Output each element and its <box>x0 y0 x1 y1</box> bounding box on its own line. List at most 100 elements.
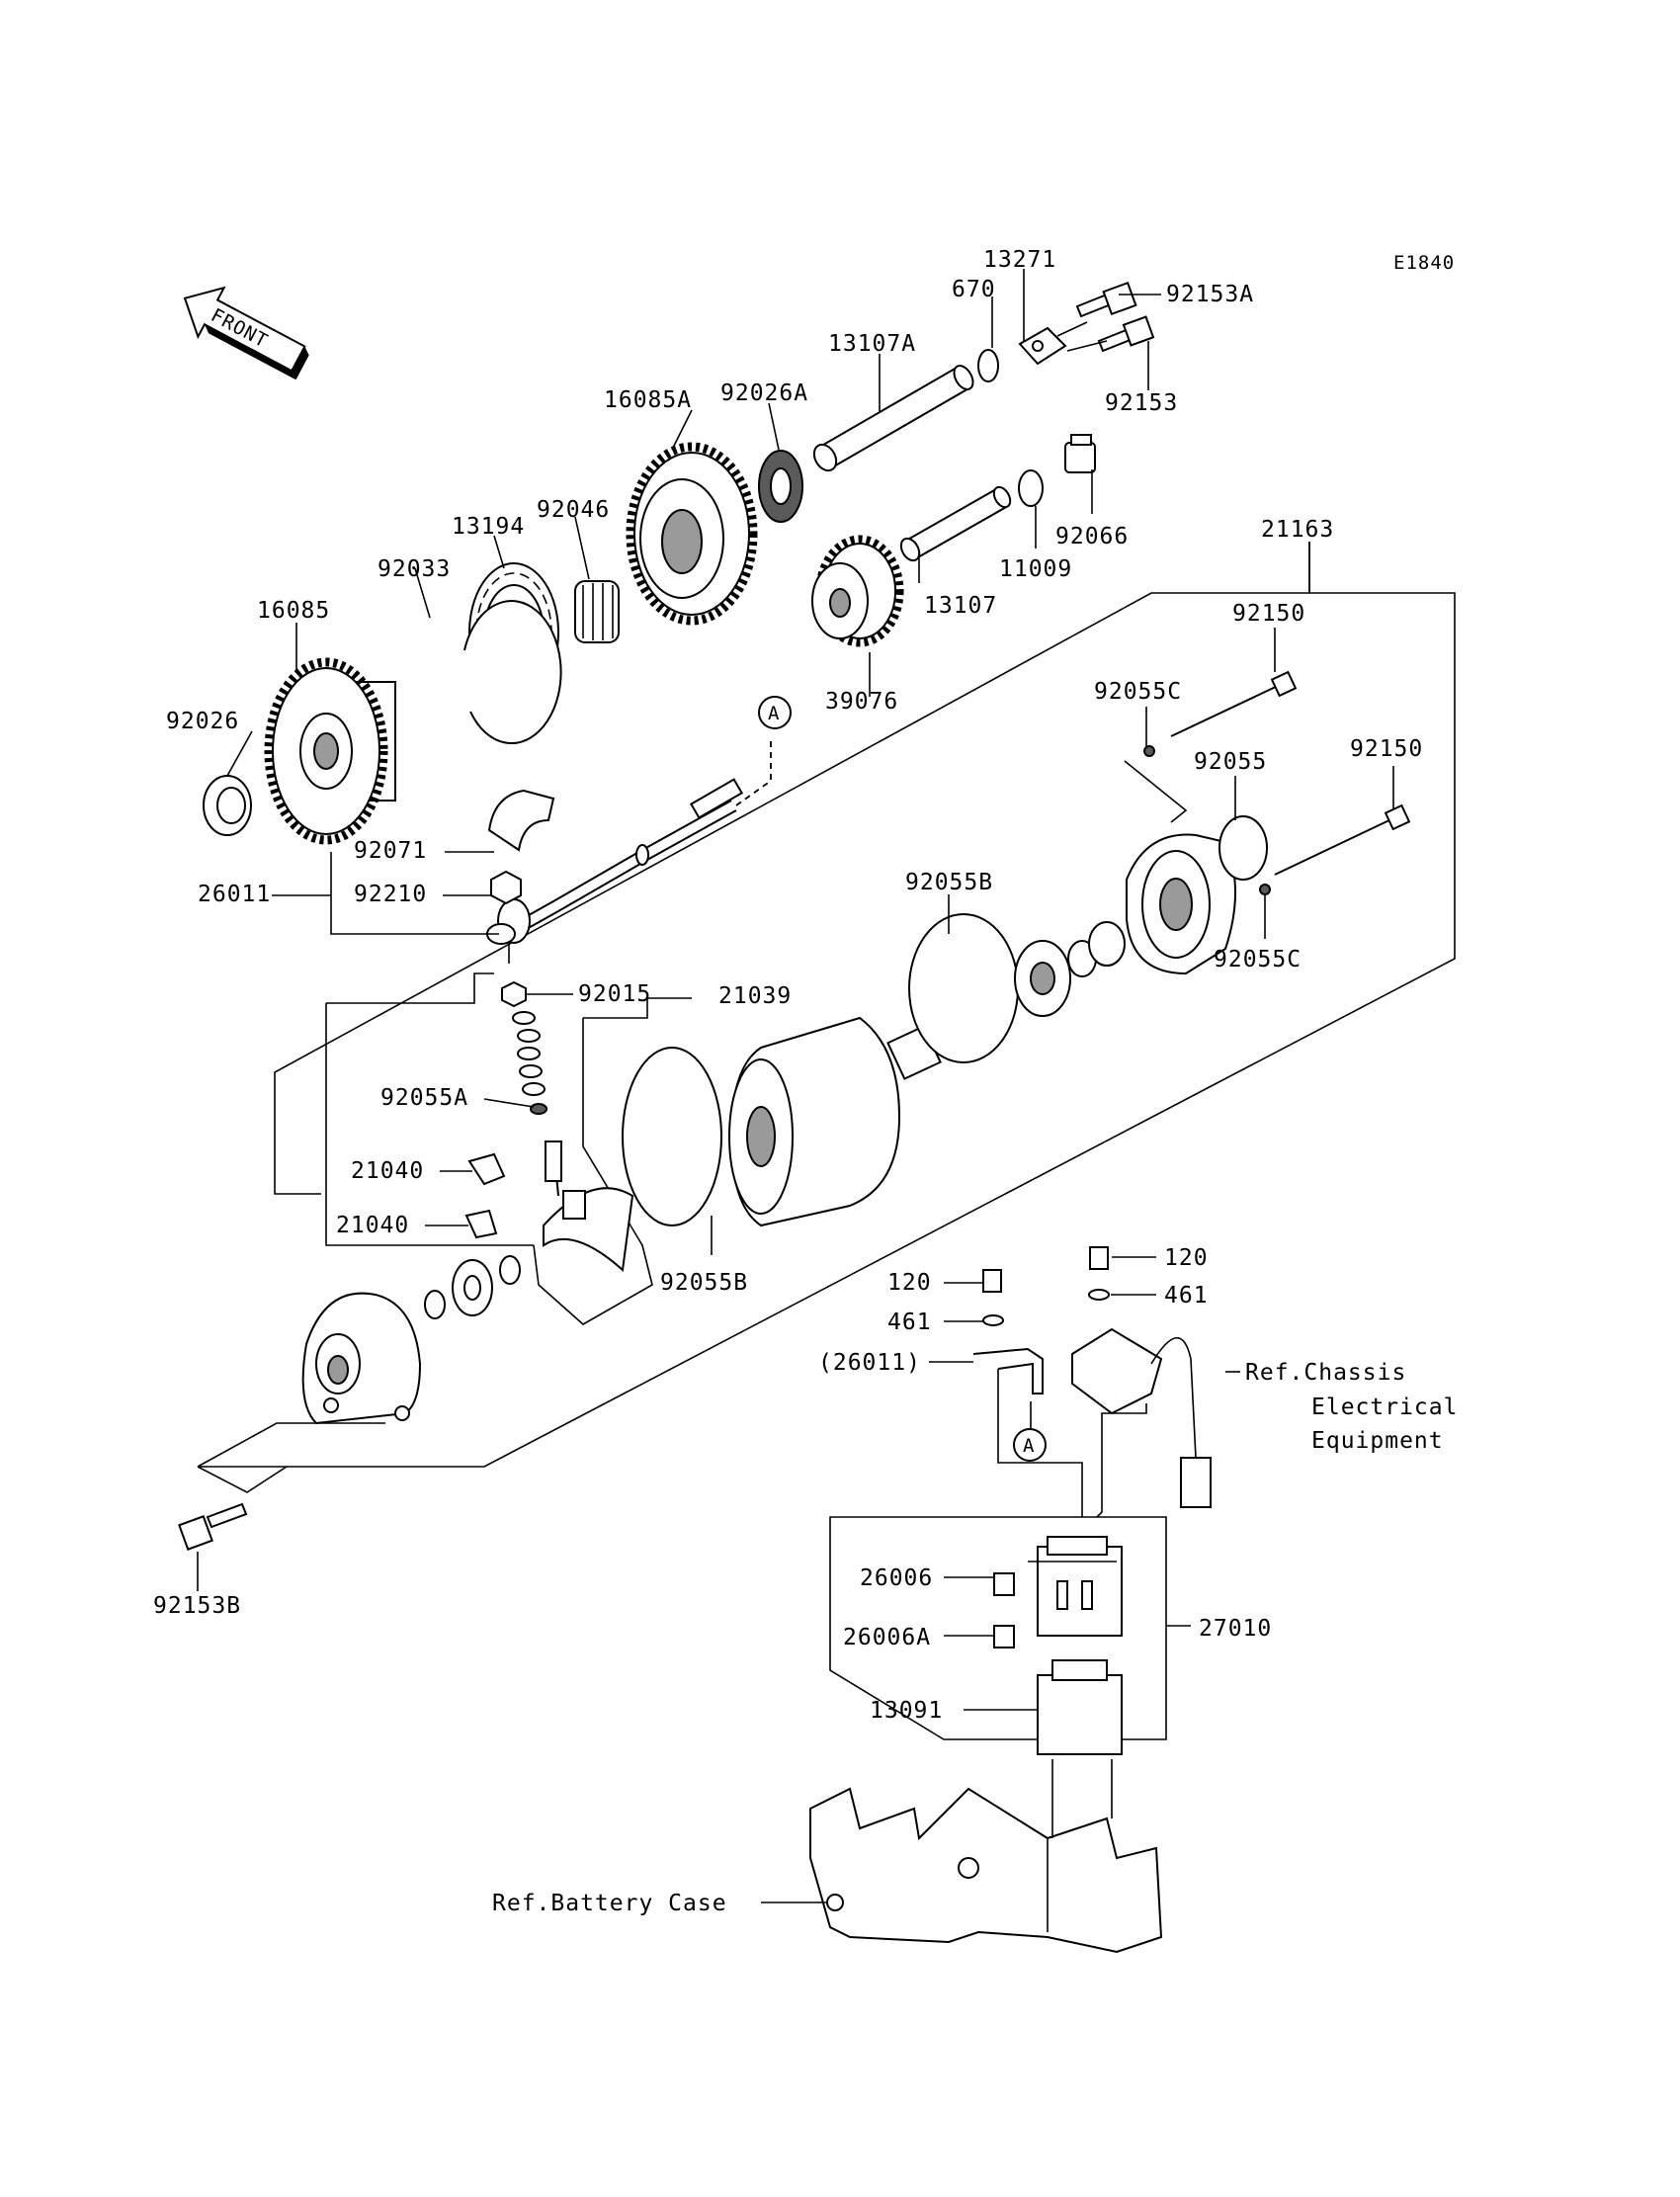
label-92071: 92071 <box>354 838 427 864</box>
bolt-92150-a <box>1170 684 1281 737</box>
label-92055A: 92055A <box>380 1085 468 1111</box>
bolt-92153A <box>1075 281 1137 318</box>
label-92026: 92026 <box>166 709 239 734</box>
o-ring-92055 <box>1218 815 1268 881</box>
cable-26011 <box>497 736 772 944</box>
shaft-13107 <box>899 485 1012 562</box>
plate-13271 <box>1018 326 1067 366</box>
label-92210: 92210 <box>354 882 427 907</box>
label-13091: 13091 <box>870 1698 943 1724</box>
fuse-26006A <box>993 1625 1015 1648</box>
ref-marker-a-bot-label: A <box>1023 1435 1035 1457</box>
label-92150-b: 92150 <box>1350 736 1423 762</box>
o-ring-92055B-right <box>908 913 1019 1063</box>
label-26006: 26006 <box>860 1565 933 1591</box>
label-92150-a: 92150 <box>1232 601 1305 627</box>
bolt-92153 <box>1097 315 1155 353</box>
end-cover <box>301 1292 422 1425</box>
label-92055C-bot: 92055C <box>1214 947 1302 972</box>
group-outline-21039 <box>326 972 494 1004</box>
label-92055B-bot: 92055B <box>660 1270 748 1296</box>
group-outline-27010 <box>829 1516 1167 1740</box>
label-461-right: 461 <box>1164 1283 1209 1309</box>
label-16085: 16085 <box>257 598 330 624</box>
label-461-left: 461 <box>887 1310 932 1335</box>
label-16085A: 16085A <box>604 387 692 413</box>
label-92153: 92153 <box>1105 390 1178 416</box>
label-92055B-top: 92055B <box>905 870 993 895</box>
label-21040-b: 21040 <box>336 1213 409 1238</box>
label-21039: 21039 <box>718 983 792 1009</box>
o-ring-670 <box>977 349 999 382</box>
bearing-right <box>1014 921 1126 1017</box>
fuse-box-13091 <box>1037 1659 1123 1755</box>
label-13107: 13107 <box>924 593 997 619</box>
o-ring-92055C-top <box>1143 745 1155 757</box>
bolt-92150-b <box>1274 817 1394 876</box>
label-92046: 92046 <box>537 497 610 523</box>
ref-marker-a-top-label: A <box>768 703 780 724</box>
ref-marker-a-bot <box>1013 1428 1047 1462</box>
label-670: 670 <box>952 277 996 302</box>
label-92026A: 92026A <box>720 380 808 406</box>
collar-92026 <box>203 775 252 836</box>
ref-chassis-line1: Ref.Chassis <box>1245 1360 1406 1386</box>
label-21040-a: 21040 <box>351 1158 424 1184</box>
label-39076: 39076 <box>825 689 898 715</box>
gasket-11009 <box>1018 469 1044 507</box>
label-11009: 11009 <box>999 556 1072 582</box>
fuse-26006 <box>993 1572 1015 1596</box>
bearing-left <box>424 1255 521 1319</box>
front-arrow-icon: FRONT <box>183 286 309 380</box>
nut-stack-92015 <box>501 980 547 1115</box>
relay-box <box>1028 1536 1123 1637</box>
screw-120-left <box>982 1269 1002 1293</box>
gear-16085A <box>626 442 758 626</box>
diagram-code: E1840 <box>1393 252 1455 274</box>
label-27010: 27010 <box>1199 1616 1272 1642</box>
screw-120-right <box>1089 1246 1109 1270</box>
starter-relay <box>1071 1327 1212 1518</box>
end-housing <box>1126 833 1236 975</box>
label-120-left: 120 <box>887 1270 932 1296</box>
plug-92066 <box>1064 434 1096 473</box>
label-21163: 21163 <box>1261 517 1334 543</box>
bearing-92046 <box>574 580 620 643</box>
brush-holder <box>543 1141 634 1273</box>
ref-battery-case: Ref.Battery Case <box>492 1891 727 1916</box>
label-92055C-top: 92055C <box>1094 679 1182 705</box>
label-26006A: 26006A <box>843 1625 931 1650</box>
label-120-right: 120 <box>1164 1245 1209 1271</box>
label-92033: 92033 <box>378 556 451 582</box>
washer-461-left <box>982 1314 1004 1326</box>
label-13107A: 13107A <box>828 331 916 357</box>
gear-16085 <box>264 657 396 845</box>
cap-92071 <box>487 789 555 852</box>
o-ring-92055B-left <box>622 1047 722 1226</box>
relay-bracket <box>972 1347 1083 1517</box>
leader-lines <box>197 269 1394 1903</box>
label-13194: 13194 <box>452 514 525 540</box>
ref-chassis-line3: Equipment <box>1311 1428 1444 1454</box>
nut-92210 <box>490 870 522 905</box>
label-92153B: 92153B <box>153 1593 241 1619</box>
label-92153A: 92153A <box>1166 282 1254 307</box>
collar-92026A <box>758 450 803 523</box>
ref-chassis-line2: Electrical <box>1311 1394 1458 1420</box>
label-92015: 92015 <box>578 981 651 1007</box>
label-92066: 92066 <box>1055 524 1129 549</box>
label-26011-ref: (26011) <box>818 1350 921 1376</box>
label-13271: 13271 <box>983 247 1056 273</box>
brush-21040-a <box>467 1152 506 1186</box>
armature <box>728 1016 942 1227</box>
bolt-92153B <box>178 1502 248 1551</box>
ref-marker-a-top <box>758 696 792 729</box>
o-ring-92055C-bot <box>1259 884 1271 895</box>
washer-461-right <box>1088 1289 1110 1301</box>
gear-39076 <box>811 535 904 647</box>
shaft-13107A <box>812 365 974 472</box>
battery-case <box>809 1759 1163 1954</box>
label-92055: 92055 <box>1194 749 1267 775</box>
snap-ring-92033 <box>463 600 562 745</box>
